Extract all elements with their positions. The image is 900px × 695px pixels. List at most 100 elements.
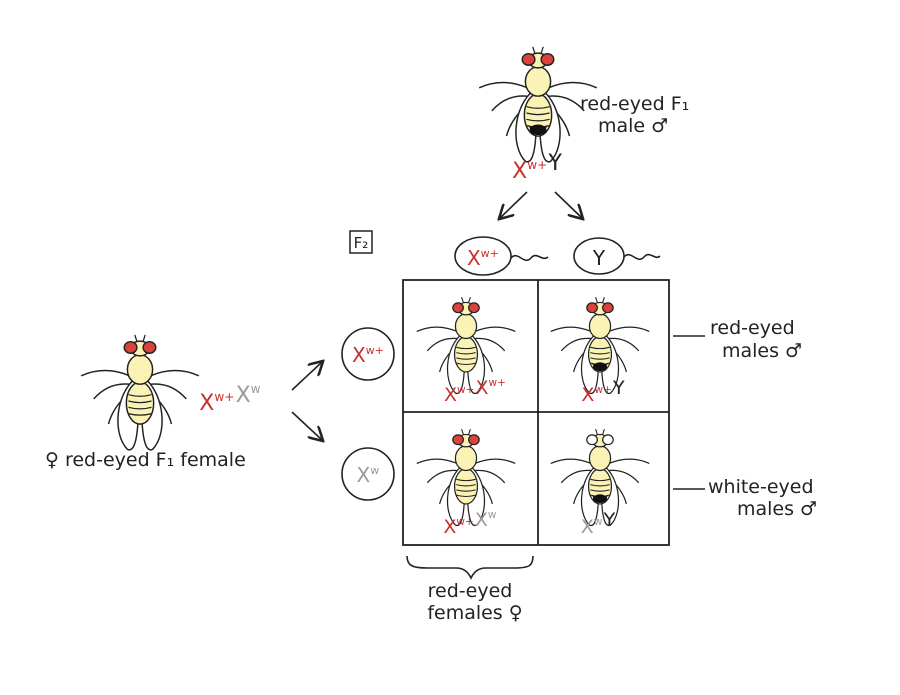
fly-eye [602, 434, 614, 446]
allele-symbol: X [443, 516, 456, 538]
allele-symbol: X [475, 509, 488, 531]
fly-antenna [540, 46, 544, 54]
fly-leg [150, 383, 187, 400]
allele-symbol: X [581, 516, 594, 538]
generation-box [349, 230, 373, 254]
allele-superscript: w+ [594, 384, 611, 396]
punnett-cell-bottom-right: Xw Y [550, 428, 650, 538]
fly-antenna [532, 46, 536, 54]
offspring-fly [416, 428, 516, 527]
fly-leg [608, 337, 640, 352]
fly-leg [150, 369, 200, 377]
cell-genotype: Xw Y [581, 509, 616, 538]
allele-superscript: w+ [456, 516, 473, 528]
red-males-label-2: males ♂ [722, 340, 802, 362]
female-genotype: Xw+ Xw [199, 382, 261, 416]
fly-antenna [134, 334, 138, 342]
offspring-fly [550, 428, 650, 527]
fly-stripe [456, 346, 476, 350]
egg-x-recessive: Xw [341, 447, 395, 501]
allele-symbol: Y [612, 377, 625, 399]
fly-eye [452, 434, 464, 446]
allele-superscript: w+ [489, 377, 506, 389]
fly-leg [560, 469, 592, 484]
sperm-tail [510, 254, 549, 262]
allele-symbol: Y [592, 246, 606, 270]
punnett-cell-bottom-left: Xw+ Xw [416, 428, 516, 538]
fly-leg [93, 383, 130, 400]
fly-stripe [526, 118, 550, 122]
fly-leg [608, 469, 640, 484]
offspring-fly [416, 296, 516, 395]
arrow-to-sperm-y [554, 191, 582, 218]
arrow-to-sperm-x [500, 191, 528, 218]
fly-leg [608, 458, 650, 465]
fly-stripe [456, 352, 476, 355]
fly-thorax [588, 445, 612, 472]
fly-antenna [602, 296, 605, 303]
fly-leg [474, 469, 506, 484]
offspring-fly [550, 296, 650, 395]
allele-symbol: X [512, 159, 527, 184]
sperm-x-label: Xw+ [467, 246, 499, 270]
fly-leg [550, 458, 592, 465]
fly-antenna [461, 428, 464, 435]
white-males-label-1: white-eyed [708, 476, 814, 498]
fly-thorax [126, 354, 154, 385]
fly-leg [608, 326, 650, 333]
allele-superscript: w+ [214, 390, 234, 404]
allele-symbol: X [476, 377, 489, 399]
fly-antenna [461, 296, 464, 303]
cell-genotype: Xw+ Y [581, 377, 625, 406]
cell-genotype: Xw+ Xw+ [444, 377, 506, 406]
allele-symbol: X [199, 391, 214, 416]
fly-leg [548, 95, 585, 112]
male-label-line1: red-eyed F₁ [580, 93, 689, 115]
fly-eye [540, 52, 555, 66]
allele-superscript: w [594, 516, 603, 528]
fly-leg [550, 326, 592, 333]
allele-superscript: w+ [481, 247, 499, 260]
fly-antenna [602, 428, 605, 435]
egg-1-label: Xw+ [352, 343, 384, 367]
fly-antenna [468, 296, 471, 303]
fly-dark-tip [592, 362, 608, 372]
allele-symbol: X [236, 383, 251, 408]
allele-superscript: w+ [366, 344, 384, 357]
allele-symbol: Y [603, 509, 616, 531]
allele-symbol: X [352, 343, 366, 367]
fly-leg [426, 469, 458, 484]
allele-symbol: X [357, 463, 371, 487]
fly-leg [478, 81, 528, 89]
fly-stripe [526, 112, 550, 116]
egg-2-label: Xw [357, 463, 380, 487]
arrow-to-egg-2 [291, 411, 322, 440]
sperm-x: Xw+ [454, 236, 549, 276]
fly-dark-tip [592, 494, 608, 504]
cell-genotype: Xw+ Xw [443, 509, 497, 538]
male-genotype: Xw+ Y [512, 151, 562, 184]
fly-leg [416, 326, 458, 333]
fly-leg [474, 337, 506, 352]
fly-stripe [590, 346, 610, 350]
fly-eye [468, 434, 480, 446]
fly-stripe [590, 489, 610, 492]
sperm-y-label: Y [592, 246, 606, 270]
fly-stripe [456, 357, 476, 360]
female-label: ♀ red-eyed F₁ female [45, 449, 246, 471]
allele-symbol: Y [547, 151, 562, 176]
fly-stripe [590, 357, 610, 360]
red-males-label-1: red-eyed [710, 317, 795, 339]
female-parent-fly [80, 334, 200, 451]
fly-antenna [595, 296, 598, 303]
fly-stripe [456, 484, 476, 487]
fly-stripe [590, 484, 610, 487]
allele-symbol: X [581, 384, 594, 406]
fly-leg [474, 326, 516, 333]
generation-label: F₂ [354, 234, 369, 252]
females-label-1: red-eyed [428, 580, 513, 602]
fly-thorax [454, 313, 478, 340]
fly-stripe [590, 352, 610, 355]
